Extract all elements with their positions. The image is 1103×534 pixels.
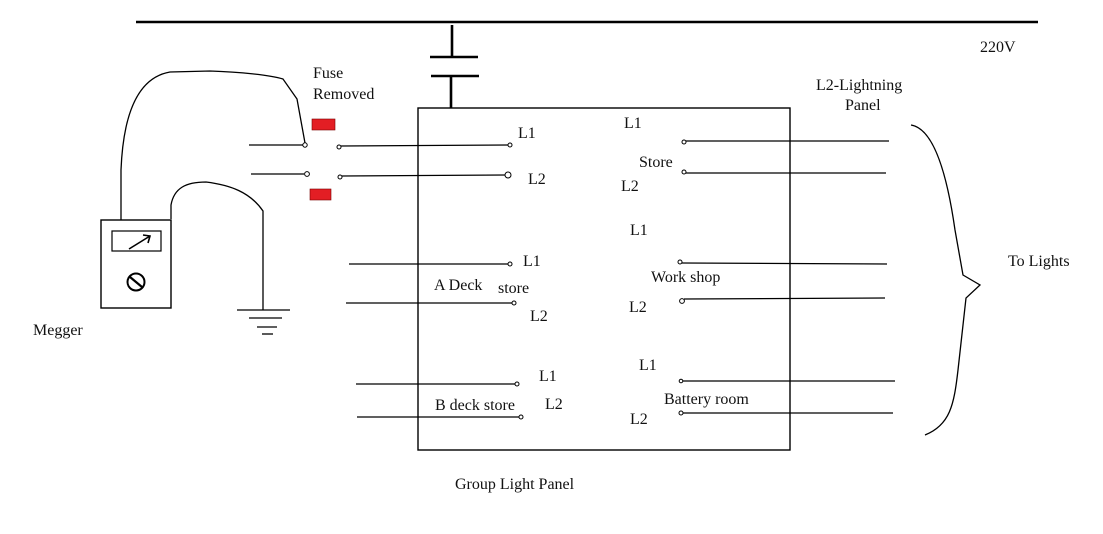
main-breaker-symbol (430, 25, 479, 108)
circuit-work-shop (677, 259, 888, 304)
incoming-l2-label: L2 (528, 171, 546, 188)
megger-needle-icon (128, 235, 151, 250)
megger-earth-lead (170, 181, 264, 310)
battery-room-l1-label: L1 (639, 357, 657, 374)
to-lights-label: To Lights (1008, 253, 1070, 270)
a-deck-l1-label: L1 (523, 253, 541, 270)
a-deck-name-part2: store (498, 280, 529, 297)
earth-ground-icon (237, 309, 290, 335)
megger-label: Megger (33, 322, 83, 339)
lighting-panel-label-line1: L2-Lightning (816, 77, 902, 94)
incoming-feed-l2 (251, 171, 512, 180)
fuse-label-line1: Fuse (313, 65, 343, 82)
work-shop-l2-label: L2 (629, 299, 647, 316)
incoming-l1-label: L1 (518, 125, 536, 142)
megger (100, 219, 172, 309)
group-light-panel (417, 107, 791, 451)
work-shop-name: Work shop (651, 269, 720, 286)
b-deck-l1-label: L1 (539, 368, 557, 385)
battery-room-l2-label: L2 (630, 411, 648, 428)
a-deck-l2-label: L2 (530, 308, 548, 325)
fuse-removed-marker-bottom (309, 188, 332, 201)
store-name: Store (639, 154, 673, 171)
incoming-feed-l1 (249, 142, 513, 150)
circuit-a-deck-store (346, 261, 517, 306)
fuse-label-line2: Removed (313, 86, 374, 103)
work-shop-l1-label: L1 (630, 222, 648, 239)
b-deck-l2-label: L2 (545, 396, 563, 413)
circuit-battery-room (678, 378, 895, 416)
fuse-removed-marker-top (311, 118, 336, 131)
store-l1-label: L1 (624, 115, 642, 132)
circuit-b-deck-store (356, 381, 524, 420)
battery-room-name: Battery room (664, 391, 749, 408)
group-panel-label: Group Light Panel (455, 476, 575, 493)
to-lights-brace (910, 124, 982, 436)
circuit-store (681, 139, 889, 175)
lighting-panel-label-line2: Panel (845, 97, 881, 114)
a-deck-name-part1: A Deck (434, 277, 482, 294)
megger-dial-icon (126, 272, 146, 292)
store-l2-label: L2 (621, 178, 639, 195)
b-deck-name: B deck store (435, 397, 515, 414)
megger-meter-window (111, 230, 162, 252)
supply-voltage-label: 220V (980, 39, 1016, 56)
megger-line-lead (120, 70, 306, 220)
